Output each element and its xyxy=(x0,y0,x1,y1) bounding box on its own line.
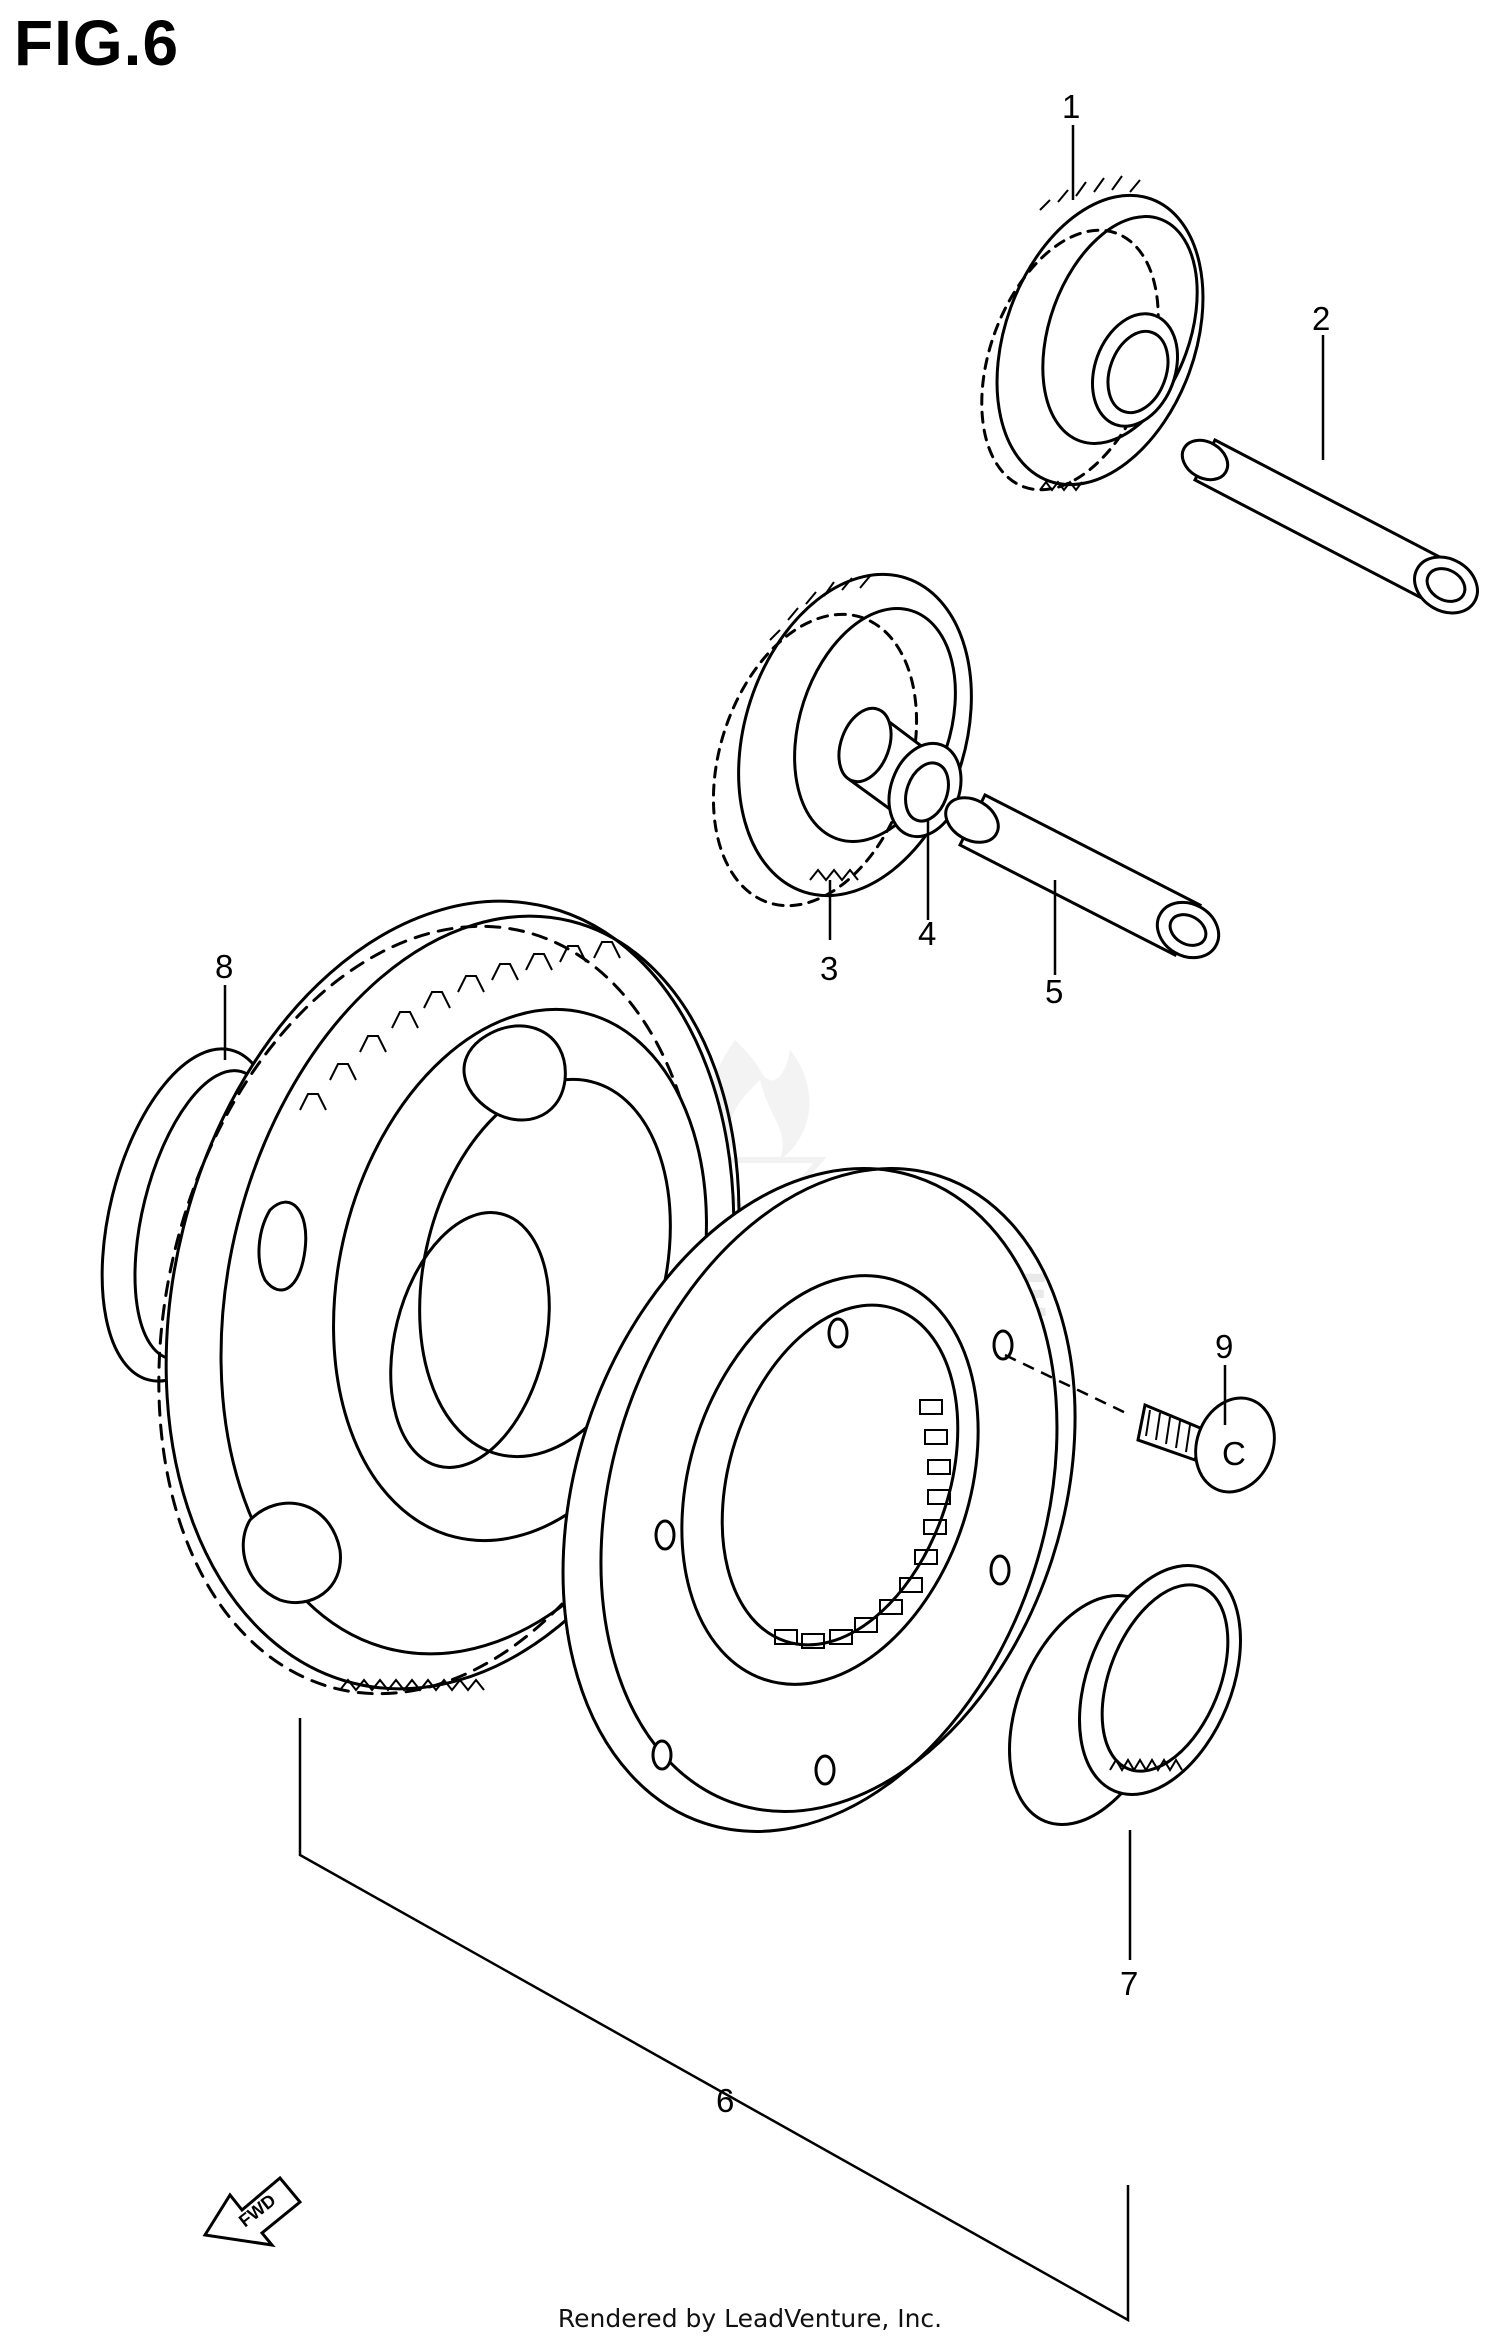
footer-credit: Rendered by LeadVenture, Inc. xyxy=(557,2304,943,2333)
part-1-idle-gear[interactable] xyxy=(949,167,1241,515)
part-7-needle-bearing[interactable] xyxy=(978,1542,1271,1848)
callout-2: 2 xyxy=(1312,300,1330,337)
callout-9: 9 xyxy=(1215,1328,1233,1365)
callout-1: 1 xyxy=(1062,88,1080,125)
fwd-direction-badge: FWD xyxy=(202,2175,303,2248)
part-5-shaft[interactable] xyxy=(938,789,1229,969)
callout-4: 4 xyxy=(918,915,936,952)
part-4-bushing[interactable] xyxy=(829,701,973,847)
callout-3: 3 xyxy=(820,950,838,987)
callout-6: 6 xyxy=(716,2082,734,2119)
callout-5: 5 xyxy=(1045,973,1063,1010)
part-2-shaft[interactable] xyxy=(1175,432,1487,624)
part-9-bolt[interactable]: C xyxy=(1136,1387,1287,1503)
callout-8: 8 xyxy=(215,948,233,985)
callout-7: 7 xyxy=(1120,1965,1138,2002)
figure-title: FIG.6 xyxy=(14,7,180,79)
leader-lines xyxy=(223,125,1325,2323)
part-6-starter-clutch-housing[interactable] xyxy=(481,1104,1154,1896)
bolt-head-mark: C xyxy=(1222,1435,1246,1472)
